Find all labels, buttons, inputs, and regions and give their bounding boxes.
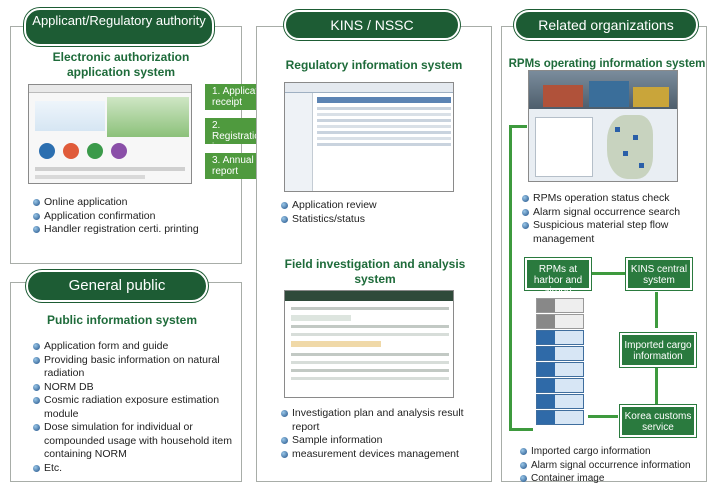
list-item: Cosmic radiation exposure estimation mod… [32,394,232,421]
kins-screenshot [284,82,454,192]
list-item[interactable] [536,410,584,425]
imported-cargo-box: Imported cargo information [620,333,696,367]
list-item: Application review [280,199,480,213]
list-item[interactable] [536,298,584,313]
list-item[interactable] [536,330,584,345]
public-bullets: Application form and guide Providing bas… [32,340,232,475]
list-item: Online application [32,196,237,210]
kins-bullets: Application review Statistics/status [280,199,480,226]
flow-line [509,125,527,128]
list-item: Etc. [32,462,232,476]
related-bullets-top: RPMs operation status check Alarm signal… [521,192,705,246]
step-label: 1. Application receipt [212,86,272,108]
list-item: Statistics/status [280,213,480,227]
list-item: NORM DB [32,381,232,395]
related-subtitle: RPMs operating information system [508,58,706,70]
kins-central-box: KINS central system [626,258,692,290]
list-item: Imported cargo information [519,445,709,459]
list-item: Application confirmation [32,210,237,224]
list-item[interactable] [536,314,584,329]
applicant-screenshot [28,84,192,184]
flow-line [590,272,626,275]
list-item: Application form and guide [32,340,232,354]
flow-line [655,368,658,404]
list-item: Suspicious material step flow management [521,219,705,246]
field-screenshot [284,290,454,398]
customs-box: Korea customs service [620,405,696,437]
step-label: 2. Registration issue [212,120,266,153]
list-item: Providing basic information on natural r… [32,354,232,381]
list-item: Dose simulation for individual or compou… [32,421,232,462]
public-header: General public [26,270,208,302]
kins-header: KINS / NSSC [284,10,460,40]
rpm-harbor-box: RPMs at harbor and airport [525,258,591,297]
flow-line [588,415,618,418]
applicant-subtitle: Electronic authorization application sys… [52,50,190,79]
field-subtitle: Field investigation and analysis system [284,257,466,286]
public-panel [10,282,242,482]
list-item: RPMs operation status check [521,192,705,206]
related-header: Related organizations [514,10,698,40]
flow-line [509,125,512,430]
related-screenshot [528,70,678,182]
list-item: Container image [519,472,709,486]
rpm-list [532,294,588,430]
list-item[interactable] [536,362,584,377]
flow-line [655,292,658,328]
list-item: Alarm signal occurrence search [521,206,705,220]
list-item[interactable] [536,346,584,361]
list-item: Sample information [280,434,485,448]
related-bullets-bottom: Imported cargo information Alarm signal … [519,445,709,486]
list-item[interactable] [536,394,584,409]
field-bullets: Investigation plan and analysis result r… [280,407,485,461]
public-subtitle: Public information system [46,313,198,327]
applicant-header: Applicant/Regulatory authority [24,8,214,46]
applicant-bullets: Online application Application confirmat… [32,196,237,237]
list-item: measurement devices management [280,448,485,462]
list-item: Investigation plan and analysis result r… [280,407,485,434]
list-item[interactable] [536,378,584,393]
list-item: Handler registration certi. printing [32,223,237,237]
list-item: Alarm signal occurrence information [519,459,709,473]
step-label: 3. Annual report [212,155,254,177]
flow-line [509,428,533,431]
kins-subtitle: Regulatory information system [285,58,463,72]
